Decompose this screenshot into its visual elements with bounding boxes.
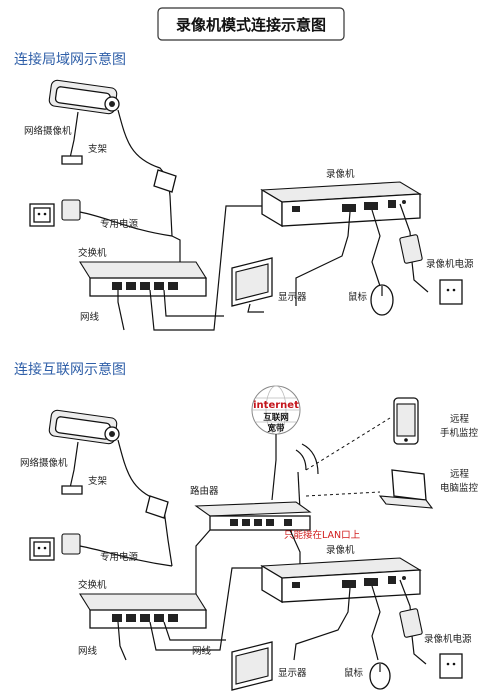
remote-phone-label-1: 远程 [450, 414, 470, 425]
phone-icon [393, 397, 419, 445]
internet-nvr-power-label: 录像机电源 [424, 633, 472, 645]
nvr-power-1-icon [399, 234, 463, 305]
lan-port-note: 只能接在LAN口上 [284, 529, 361, 541]
router-label: 路由器 [190, 485, 219, 497]
page-title: 录像机模式连接示意图 [176, 16, 326, 34]
switch-2-icon [79, 593, 207, 629]
internet-cn-label-1: 互联网 [263, 412, 289, 423]
camera-1-connector-icon [153, 169, 177, 193]
internet-nvr-label: 录像机 [326, 544, 355, 556]
power-socket-1-icon [29, 199, 173, 237]
internet-cn-label-2: 宽带 [266, 423, 285, 434]
lan-power-label: 专用电源 [100, 218, 139, 230]
internet-globe-icon: internet 互联网 宽带 [251, 385, 301, 435]
laptop-icon [378, 469, 434, 509]
lan-cable-label: 网线 [80, 311, 100, 323]
nvr-power-2-icon [399, 608, 463, 679]
lan-monitor-label: 显示器 [278, 292, 307, 303]
nvr-1-icon [260, 181, 422, 228]
title-box: 录像机模式连接示意图 [157, 7, 345, 41]
remote-pc-label-1: 远程 [450, 469, 470, 480]
camera-2-connector-icon [145, 495, 169, 519]
internet-cable-right-label: 网线 [192, 645, 212, 657]
monitor-1-icon [231, 257, 273, 313]
mouse-2-icon [369, 662, 391, 690]
section-internet-heading: 连接互联网示意图 [14, 361, 126, 378]
lan-bracket-label: 支架 [88, 143, 108, 155]
camera-2-icon [48, 409, 120, 495]
internet-camera-label: 网络摄像机 [20, 457, 68, 469]
power-socket-2-icon [29, 533, 173, 567]
lan-nvr-power-label: 录像机电源 [426, 258, 474, 270]
lan-switch-label: 交换机 [78, 247, 107, 259]
mouse-1-icon [370, 284, 394, 316]
internet-bracket-label: 支架 [88, 475, 108, 487]
router-icon [194, 471, 312, 531]
monitor-2-icon [231, 641, 273, 691]
internet-power-label: 专用电源 [100, 551, 139, 563]
switch-1-icon [79, 261, 207, 297]
internet-switch-label: 交换机 [78, 579, 107, 591]
remote-pc-label-2: 电脑监控 [440, 482, 479, 494]
internet-monitor-label: 显示器 [278, 668, 307, 679]
lan-camera-label: 网络摄像机 [24, 125, 72, 137]
internet-cable-left-label: 网线 [78, 645, 98, 657]
remote-phone-label-2: 手机监控 [440, 427, 479, 439]
internet-mouse-label: 鼠标 [344, 667, 364, 679]
nvr-2-icon [260, 557, 422, 604]
camera-1-icon [48, 79, 120, 165]
section-lan-heading: 连接局域网示意图 [14, 51, 126, 68]
lan-mouse-label: 鼠标 [348, 291, 368, 303]
lan-nvr-label: 录像机 [326, 168, 355, 180]
internet-en-label: internet [253, 400, 299, 411]
